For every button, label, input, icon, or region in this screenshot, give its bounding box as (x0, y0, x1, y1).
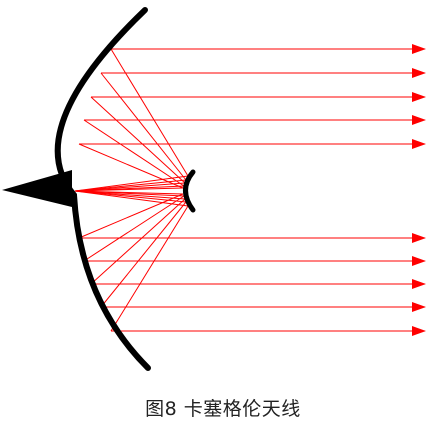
ray-subreflector-to-primary (78, 143, 184, 189)
ray-feed-to-subreflector (74, 190, 187, 203)
ray-subreflector-to-primary (110, 48, 189, 177)
ray-feed-to-subreflector (74, 187, 184, 192)
ray-subreflector-to-primary (90, 96, 186, 184)
ray-subreflector-to-primary (110, 205, 189, 332)
sub-reflector (183, 169, 196, 213)
feed-horn (2, 170, 72, 207)
primary-reflector (54, 7, 151, 371)
ray-subreflector-to-primary (100, 72, 187, 181)
ray-subreflector-to-primary (100, 201, 187, 308)
cassegrain-antenna-diagram (2, 7, 426, 371)
ray-subreflector-to-primary (90, 198, 186, 285)
ray-subreflector-to-primary (83, 195, 185, 262)
ray-subreflector-to-primary (83, 119, 185, 187)
figure-caption: 图8 卡塞格伦天线 (145, 398, 301, 420)
ray-feed-to-subreflector (74, 190, 189, 207)
ray-subreflector-to-primary (78, 193, 184, 239)
ray-group (74, 44, 426, 336)
ray-feed-to-subreflector (74, 175, 189, 192)
